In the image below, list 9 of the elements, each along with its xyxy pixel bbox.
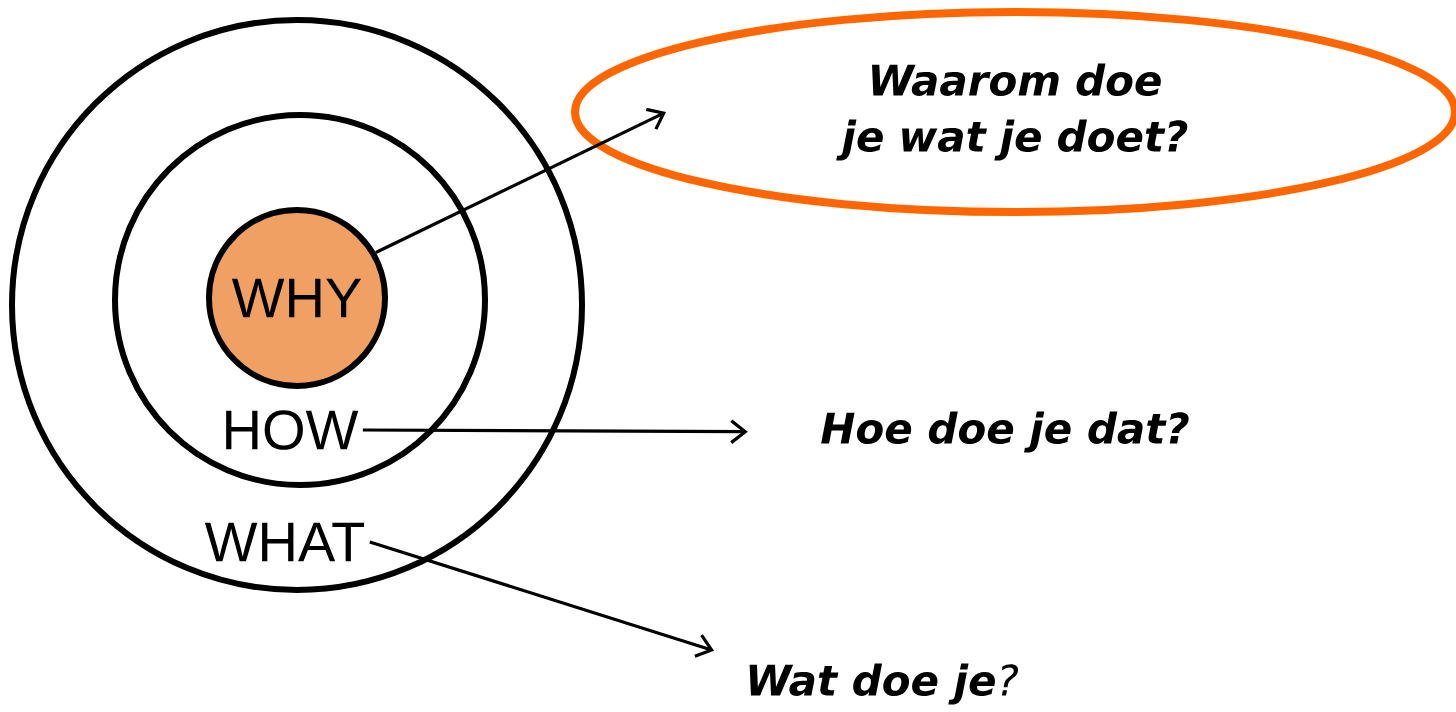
question-text: Wat doe je? <box>749 663 1019 705</box>
ring-label: WHAT <box>204 522 365 562</box>
ring-label: HOW <box>226 410 359 450</box>
arrow <box>375 107 666 254</box>
arrow <box>369 540 715 658</box>
question-text: Hoe doe je dat? <box>821 411 1189 453</box>
arrow <box>362 419 748 444</box>
outer-ring <box>9 17 585 593</box>
middle-ring <box>112 112 488 488</box>
